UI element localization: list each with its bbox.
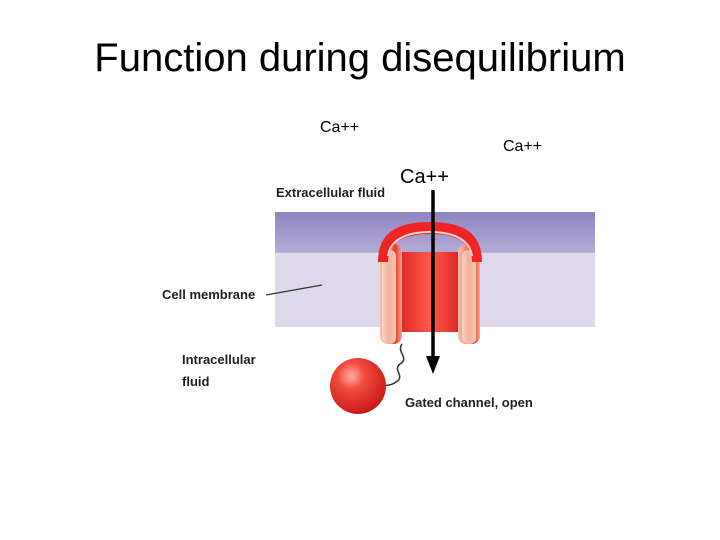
intracellular-label: Intracellular [182, 352, 256, 367]
intracellular-fluid-label: fluid [182, 374, 210, 389]
membrane-leader-line [265, 284, 323, 296]
calcium-ion-label: Ca++ [503, 138, 543, 155]
cell-membrane-label: Cell membrane [162, 287, 256, 302]
slide-title: Function during disequilibrium [94, 36, 626, 80]
calcium-ion-label: Ca++ [320, 119, 360, 136]
channel-arch [378, 222, 482, 262]
channel-pore [395, 252, 465, 332]
ion-flow-arrowhead [426, 356, 440, 374]
gated-channel-label: Gated channel, open [405, 395, 533, 410]
extracellular-fluid-label: Extracellular fluid [276, 185, 386, 200]
calcium-flow-label: Ca++ [400, 166, 449, 188]
channel-gate-ball [330, 358, 386, 414]
